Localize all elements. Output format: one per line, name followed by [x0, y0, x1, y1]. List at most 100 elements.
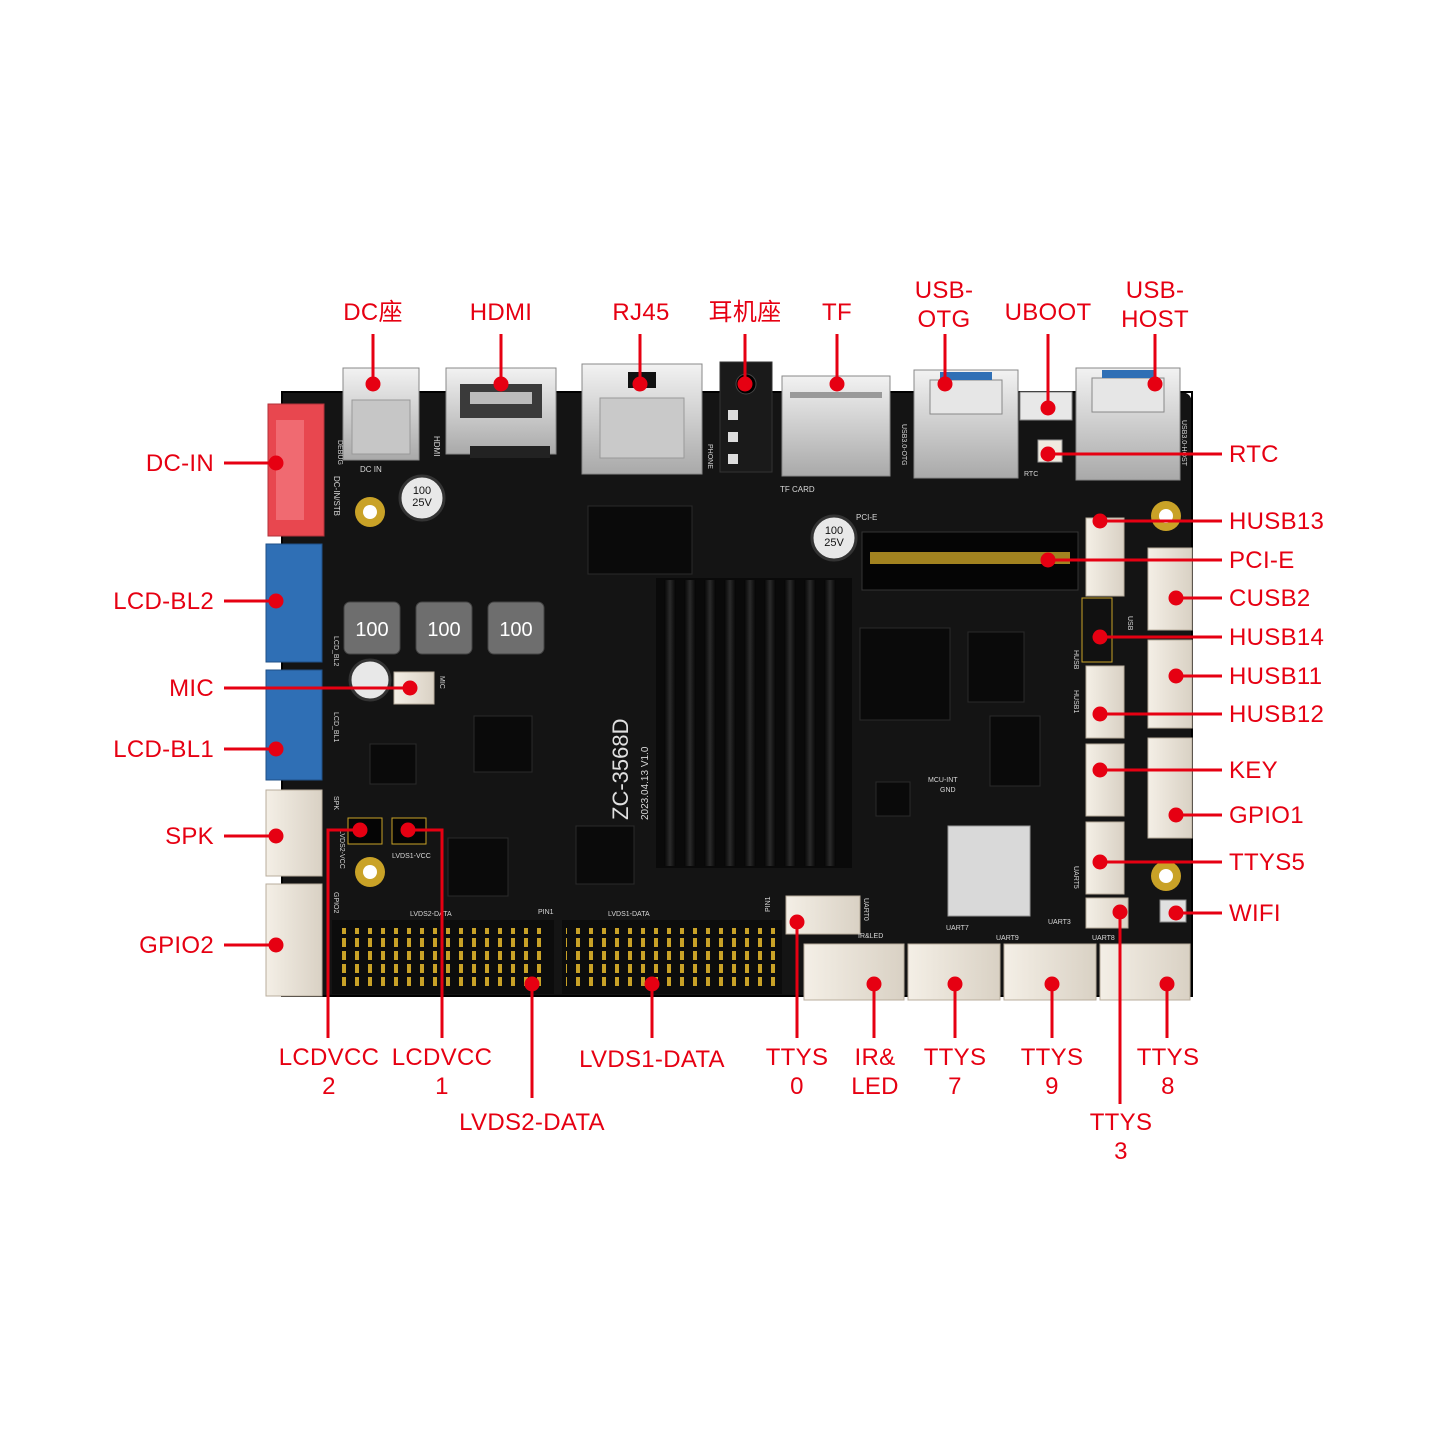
callout-husb14: HUSB14: [1229, 624, 1325, 651]
callout-lcdvcc2: LCDVCC 2: [279, 1043, 379, 1101]
callout-usb-otg-line1: USB-: [914, 277, 974, 304]
dc-jack: [342, 367, 420, 461]
callout-ttys3: TTYS 3: [1090, 1108, 1153, 1166]
callout-lcdvcc1-line2: 1: [435, 1073, 449, 1100]
hdmi-silk: HDMI: [432, 436, 441, 456]
callout-lcdvcc2-line1: LCDVCC: [278, 1044, 380, 1071]
callout-cusb2: CUSB2: [1229, 585, 1311, 612]
cap-1-value: 100: [413, 485, 431, 497]
callout-uboot: UBOOT: [1004, 299, 1092, 326]
callout-ttys0: TTYS 0: [766, 1043, 829, 1101]
callout-lvds1-data: LVDS1-DATA: [579, 1046, 725, 1073]
pcie-silk: PCI-E: [856, 513, 877, 522]
callout-lvds2-data: LVDS2-DATA: [459, 1109, 605, 1136]
usb3-host-silk: USB3.0-HOST: [1180, 420, 1187, 467]
lvds2-data-silk: LVDS2-DATA: [410, 911, 452, 918]
inductors: 100 100 100: [343, 601, 545, 655]
uart0-silk: UART0: [862, 898, 869, 921]
spk-silk: SPK: [332, 796, 339, 810]
callout-hdmi: HDMI: [469, 299, 533, 326]
callout-ttys8-line2: 8: [1161, 1073, 1175, 1100]
callout-mic: MIC: [169, 675, 214, 702]
callout-spk: SPK: [165, 823, 214, 850]
callout-usb-host-line2: HOST: [1121, 306, 1189, 333]
gnd-silk: GND: [940, 787, 956, 794]
callout-lcdvcc2-line2: 2: [322, 1073, 336, 1100]
callout-rj45: RJ45: [612, 299, 670, 326]
tf-slot: [781, 375, 891, 477]
inductor-label-3: 100: [499, 619, 532, 641]
callout-ttys7-line1: TTYS: [923, 1044, 987, 1071]
lcd-bl2-silk: LCD_BL2: [332, 636, 339, 666]
ir-led-silk: IR&LED: [858, 933, 883, 940]
callout-ttys0-line1: TTYS: [765, 1044, 829, 1071]
callout-pcie: PCI-E: [1229, 547, 1295, 574]
callout-husb11: HUSB11: [1229, 663, 1323, 690]
mic-silk: MIC: [438, 676, 445, 689]
usb-host-port: [1075, 367, 1181, 481]
uart3-silk: UART3: [1048, 919, 1071, 926]
callout-lcdvcc1-line1: LCDVCC: [391, 1044, 493, 1071]
callout-usb-host: USB- HOST: [1121, 276, 1189, 334]
dc-in-silk: DC IN: [360, 465, 382, 474]
callout-lcdvcc1: LCDVCC 1: [392, 1043, 492, 1101]
mcu-int-silk: MCU-INT: [928, 777, 958, 784]
silkscreen: ZC-3568D 2023.04.13 V1.0 DC IN DEBUG HDM…: [332, 420, 1187, 942]
lvds1-vcc-silk: LVDS1-VCC: [392, 853, 431, 860]
uart5-silk: UART5: [1072, 866, 1079, 889]
callout-ttys3-line1: TTYS: [1089, 1109, 1153, 1136]
lvds1-data-silk: LVDS1-DATA: [608, 911, 650, 918]
cap-2-voltage: 25V: [824, 537, 844, 549]
rj45-port: [581, 363, 703, 475]
callout-usb-otg: USB- OTG: [915, 276, 974, 334]
callout-earphone: 耳机座: [708, 299, 782, 326]
uart9-silk: UART9: [996, 935, 1019, 942]
lcd-bl1-silk: LCD_BL1: [332, 712, 339, 742]
lvds2-vcc-silk: LVDS2-VCC: [338, 830, 345, 869]
callout-ttys8-line1: TTYS: [1136, 1044, 1200, 1071]
rtc-silk: RTC: [1024, 471, 1038, 478]
callout-ttys0-line2: 0: [790, 1073, 804, 1100]
pin1-silk-a: PIN1: [538, 909, 554, 916]
dc-in-stb-silk: DC-IN/STB: [332, 476, 341, 516]
chips: [369, 505, 1041, 917]
callout-ir-led-line1: IR&: [854, 1044, 896, 1071]
callout-ttys8: TTYS 8: [1137, 1043, 1200, 1101]
callout-ttys9: TTYS 9: [1021, 1043, 1084, 1101]
callout-dc-in: DC-IN: [145, 450, 214, 477]
callout-key: KEY: [1229, 757, 1278, 784]
callout-lcd-bl1: LCD-BL1: [113, 736, 214, 763]
callout-dc-socket: DC座: [343, 299, 403, 326]
leader-lines: [224, 334, 1222, 1104]
phone-silk: PHONE: [706, 444, 713, 469]
husb1-silk: HUSB1: [1072, 690, 1079, 713]
usb3-otg-silk: USB3.0-OTG: [900, 424, 907, 466]
callout-ir-led: IR& LED: [851, 1043, 899, 1101]
uart7-silk: UART7: [946, 925, 969, 932]
callout-husb13: HUSB13: [1229, 508, 1325, 535]
date-silk: 2023.04.13 V1.0: [640, 746, 651, 820]
callout-gpio2: GPIO2: [139, 932, 214, 959]
capacitors: 100 25V 100 25V: [348, 474, 858, 702]
callout-tf: TF: [822, 299, 852, 326]
callout-ir-led-line2: LED: [851, 1073, 899, 1100]
usb-otg-port: [913, 369, 1019, 479]
debug-silk: DEBUG: [336, 440, 343, 465]
callout-wifi: WIFI: [1229, 900, 1281, 927]
model-silk: ZC-3568D: [608, 719, 633, 820]
callout-ttys7-line2: 7: [948, 1073, 962, 1100]
callout-gpio1: GPIO1: [1229, 802, 1304, 829]
tf-card-silk: TF CARD: [780, 485, 815, 494]
callout-ttys5: TTYS5: [1229, 849, 1306, 876]
callout-lcd-bl2: LCD-BL2: [113, 588, 214, 615]
callout-husb12: HUSB12: [1229, 701, 1325, 728]
gpio2-silk: GPIO2: [332, 892, 339, 914]
inductor-label-2: 100: [427, 619, 460, 641]
callout-ttys9-line1: TTYS: [1020, 1044, 1084, 1071]
callout-usb-otg-line2: OTG: [917, 306, 971, 333]
husb-silk: HUSB: [1072, 650, 1079, 670]
uart8-silk: UART8: [1092, 935, 1115, 942]
callout-usb-host-line1: USB-: [1125, 277, 1185, 304]
callout-ttys7: TTYS 7: [924, 1043, 987, 1101]
